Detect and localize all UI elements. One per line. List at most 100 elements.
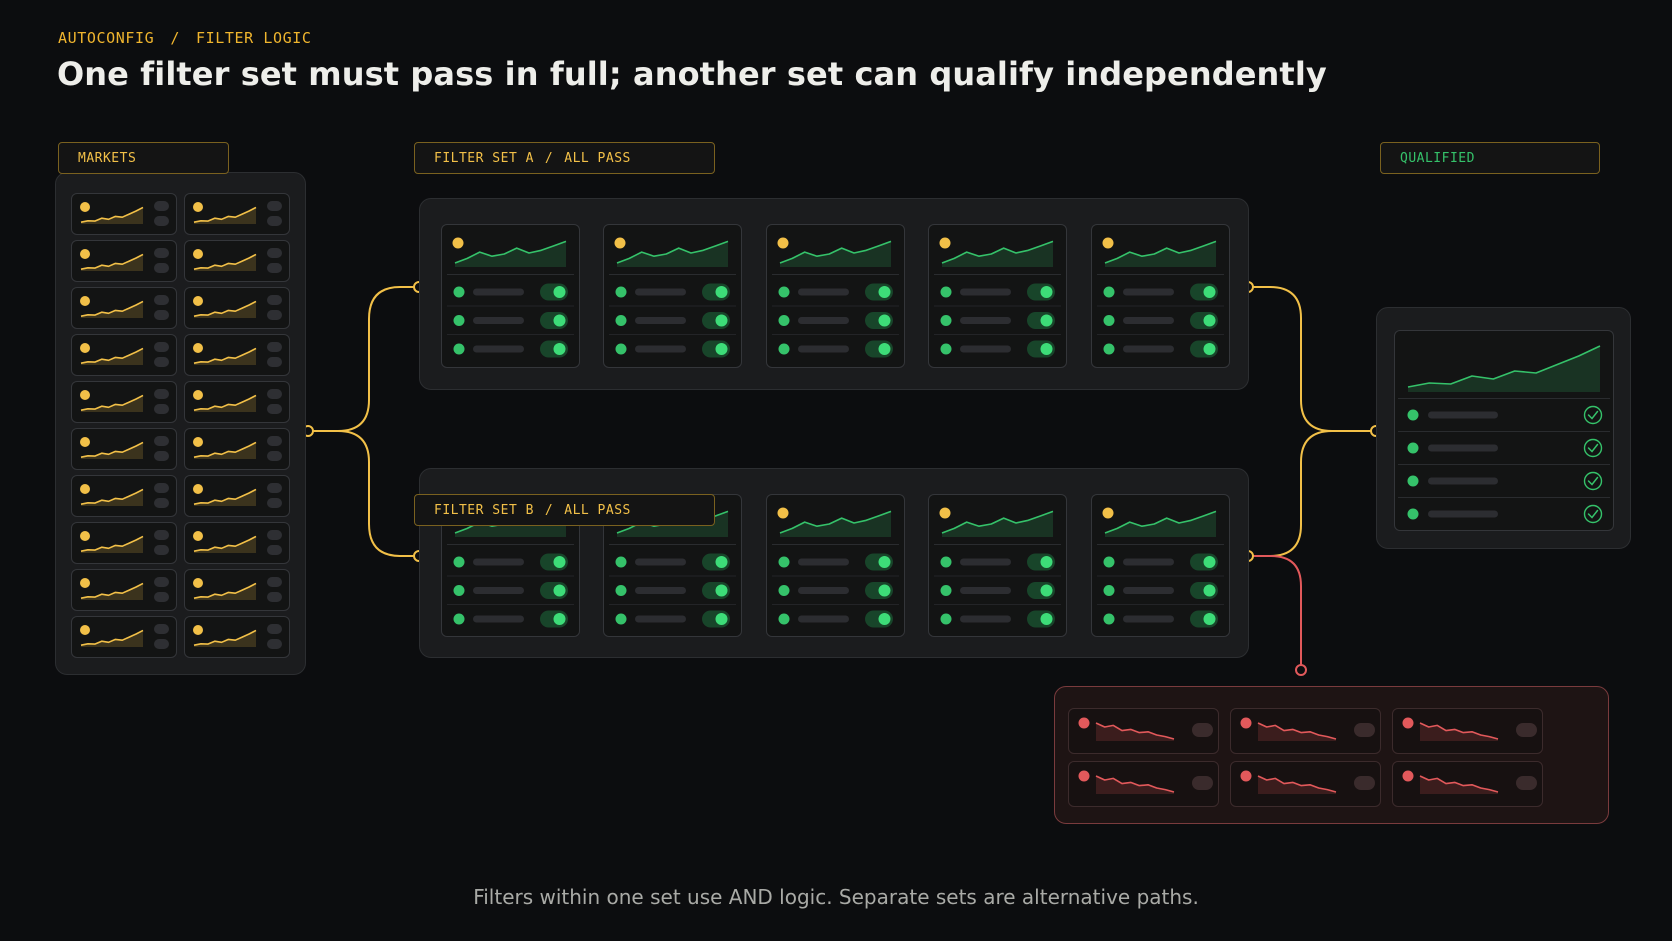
toggle-pill bbox=[1516, 723, 1537, 737]
status-dot bbox=[453, 343, 465, 355]
toggle-pill bbox=[154, 404, 169, 414]
text-placeholder bbox=[635, 587, 686, 594]
sparkline-icon bbox=[80, 300, 144, 317]
text-placeholder bbox=[960, 345, 1011, 353]
status-dot bbox=[80, 249, 90, 259]
qualified-label: QUALIFIED bbox=[1380, 142, 1600, 174]
qualified-card bbox=[1394, 330, 1614, 531]
sparkline-icon bbox=[193, 347, 257, 364]
status-dot bbox=[80, 296, 90, 306]
toggle-pill bbox=[267, 342, 282, 352]
toggle-pill bbox=[154, 530, 169, 540]
sparkline-icon-area bbox=[194, 583, 256, 600]
sparkline-icon-area bbox=[81, 630, 143, 647]
status-dot bbox=[193, 531, 203, 541]
status-dot bbox=[778, 343, 790, 355]
set-b-to-qualified bbox=[1229, 430, 1377, 557]
status-dot bbox=[1102, 507, 1114, 519]
market-card bbox=[184, 569, 290, 611]
toggle-pill bbox=[267, 201, 282, 211]
sparkline-icon bbox=[193, 535, 257, 552]
status-dot bbox=[940, 286, 952, 298]
status-dot bbox=[1407, 409, 1419, 421]
check-circle-icon bbox=[1583, 405, 1603, 425]
status-dot bbox=[940, 585, 952, 596]
toggle-knob bbox=[878, 314, 891, 327]
status-dot bbox=[778, 315, 790, 326]
status-dot bbox=[193, 625, 203, 635]
toggle-pill bbox=[154, 451, 169, 461]
check-circle-icon bbox=[1583, 471, 1603, 491]
toggle-knob bbox=[878, 613, 891, 625]
status-dot bbox=[193, 249, 203, 259]
toggle-pill bbox=[154, 592, 169, 602]
toggle-pill bbox=[1516, 776, 1537, 790]
toggle-knob bbox=[1040, 556, 1053, 568]
breadcrumb-item-autoconfig[interactable]: AUTOCONFIG bbox=[58, 29, 155, 47]
status-dot bbox=[80, 531, 90, 541]
toggle-pill bbox=[267, 545, 282, 555]
toggle-knob bbox=[878, 584, 891, 597]
sparkline-icon bbox=[80, 253, 144, 270]
sparkline-icon-area bbox=[942, 511, 1053, 537]
sparkline-icon bbox=[779, 510, 892, 534]
status-dot bbox=[1078, 717, 1090, 729]
filter-card bbox=[928, 224, 1067, 368]
sparkline-icon bbox=[941, 240, 1054, 264]
sparkline-icon-area bbox=[780, 241, 891, 267]
filter-card bbox=[1091, 224, 1230, 368]
toggle-pill bbox=[1354, 776, 1375, 790]
text-placeholder bbox=[960, 615, 1011, 623]
status-dot bbox=[80, 390, 90, 400]
toggle-knob bbox=[1203, 314, 1216, 327]
text-placeholder bbox=[798, 587, 849, 594]
market-card bbox=[184, 240, 290, 282]
sparkline-icon bbox=[616, 240, 729, 264]
toggle-knob bbox=[1040, 613, 1053, 625]
market-card bbox=[71, 428, 177, 470]
status-dot bbox=[1407, 442, 1419, 454]
text-placeholder bbox=[1123, 615, 1174, 623]
markets-label-text: MARKETS bbox=[78, 151, 137, 166]
sparkline-icon-area bbox=[1408, 346, 1600, 392]
sparkline-icon bbox=[454, 240, 567, 264]
text-placeholder bbox=[798, 345, 849, 353]
market-card bbox=[71, 522, 177, 564]
qualified-label-text: QUALIFIED bbox=[1400, 151, 1475, 166]
filter-set-b-name: FILTER SET B bbox=[434, 503, 534, 518]
status-dot bbox=[1407, 508, 1419, 520]
text-placeholder bbox=[960, 587, 1011, 594]
market-card bbox=[71, 240, 177, 282]
status-dot bbox=[777, 237, 789, 249]
status-dot bbox=[193, 202, 203, 212]
text-placeholder bbox=[1428, 411, 1498, 419]
filter-card bbox=[766, 224, 905, 368]
sparkline-icon bbox=[193, 488, 257, 505]
sparkline-icon-area bbox=[617, 241, 728, 267]
filter-card bbox=[928, 494, 1067, 637]
sparkline-icon bbox=[193, 582, 257, 599]
status-dot bbox=[1103, 613, 1115, 625]
status-dot bbox=[1103, 343, 1115, 355]
toggle-pill bbox=[267, 577, 282, 587]
status-dot bbox=[453, 315, 465, 326]
status-dot bbox=[80, 484, 90, 494]
sparkline-icon bbox=[779, 240, 892, 264]
filter-card bbox=[1091, 494, 1230, 637]
breadcrumb: AUTOCONFIG/FILTER LOGIC bbox=[58, 29, 312, 47]
text-placeholder bbox=[635, 345, 686, 353]
sparkline-icon-area bbox=[780, 511, 891, 537]
toggle-pill bbox=[154, 436, 169, 446]
toggle-knob bbox=[715, 314, 728, 327]
filter-set-a-name: FILTER SET A bbox=[434, 151, 534, 166]
sparkline-icon-area bbox=[1105, 511, 1216, 537]
sparkline-icon bbox=[80, 206, 144, 223]
status-dot bbox=[778, 585, 790, 596]
status-dot bbox=[778, 286, 790, 298]
rejected-card bbox=[1230, 708, 1381, 754]
sparkline-icon-area bbox=[81, 301, 143, 318]
toggle-pill bbox=[267, 639, 282, 649]
text-placeholder bbox=[960, 558, 1011, 566]
toggle-pill bbox=[267, 592, 282, 602]
toggle-pill bbox=[267, 451, 282, 461]
